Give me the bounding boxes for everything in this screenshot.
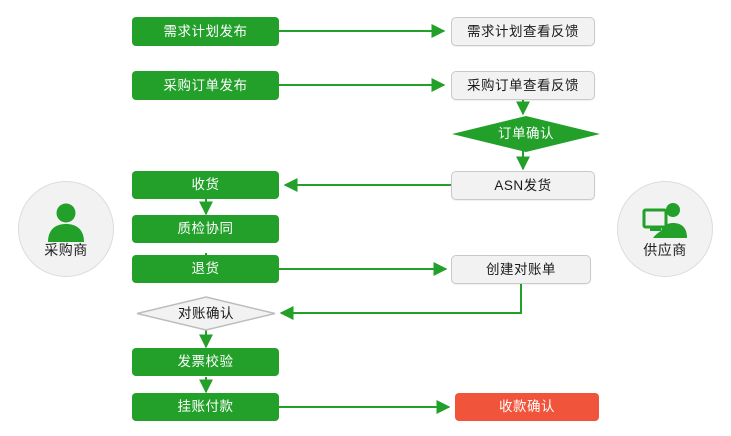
node-po-feedback[interactable]: 采购订单查看反馈 [451, 71, 595, 100]
node-label: 发票校验 [177, 354, 234, 370]
node-label: 对账确认 [178, 305, 234, 321]
node-order-confirm[interactable]: 订单确认 [452, 116, 600, 152]
node-receiving[interactable]: 收货 [132, 171, 279, 199]
node-invoice-check[interactable]: 发票校验 [132, 348, 279, 376]
node-label: 需求计划发布 [163, 23, 248, 39]
node-label: 收货 [191, 177, 220, 193]
node-receipt-confirm[interactable]: 收款确认 [455, 393, 599, 421]
node-statement-confirm[interactable]: 对账确认 [136, 296, 276, 331]
node-label: 需求计划查看反馈 [467, 23, 579, 39]
node-demand-plan-feedback[interactable]: 需求计划查看反馈 [451, 17, 595, 46]
person-at-computer-icon [642, 202, 687, 238]
actor-buyer[interactable]: 采购商 [18, 181, 114, 277]
person-icon [48, 203, 84, 242]
edge-statement-to-confirm [279, 284, 522, 320]
node-label: 采购订单查看反馈 [467, 77, 579, 93]
node-label: 订单确认 [498, 126, 554, 142]
node-payable-payment[interactable]: 挂账付款 [132, 393, 279, 421]
actor-supplier[interactable]: 供应商 [617, 181, 713, 277]
node-asn-shipment[interactable]: ASN发货 [451, 171, 595, 200]
node-quality-collab[interactable]: 质检协同 [132, 215, 279, 243]
node-create-statement[interactable]: 创建对账单 [451, 255, 591, 284]
actor-buyer-label: 采购商 [44, 241, 88, 258]
node-label: 退货 [191, 261, 220, 277]
node-demand-plan-publish[interactable]: 需求计划发布 [132, 17, 279, 46]
node-label: 挂账付款 [177, 399, 234, 415]
node-label: ASN发货 [494, 177, 552, 193]
node-label: 质检协同 [177, 221, 234, 237]
node-label: 收款确认 [499, 399, 555, 415]
node-po-publish[interactable]: 采购订单发布 [132, 71, 279, 100]
actor-supplier-label: 供应商 [643, 241, 687, 258]
diamond-shape [452, 116, 600, 152]
node-return-goods[interactable]: 退货 [132, 255, 279, 283]
node-label: 创建对账单 [486, 261, 556, 277]
node-label: 采购订单发布 [163, 77, 248, 93]
